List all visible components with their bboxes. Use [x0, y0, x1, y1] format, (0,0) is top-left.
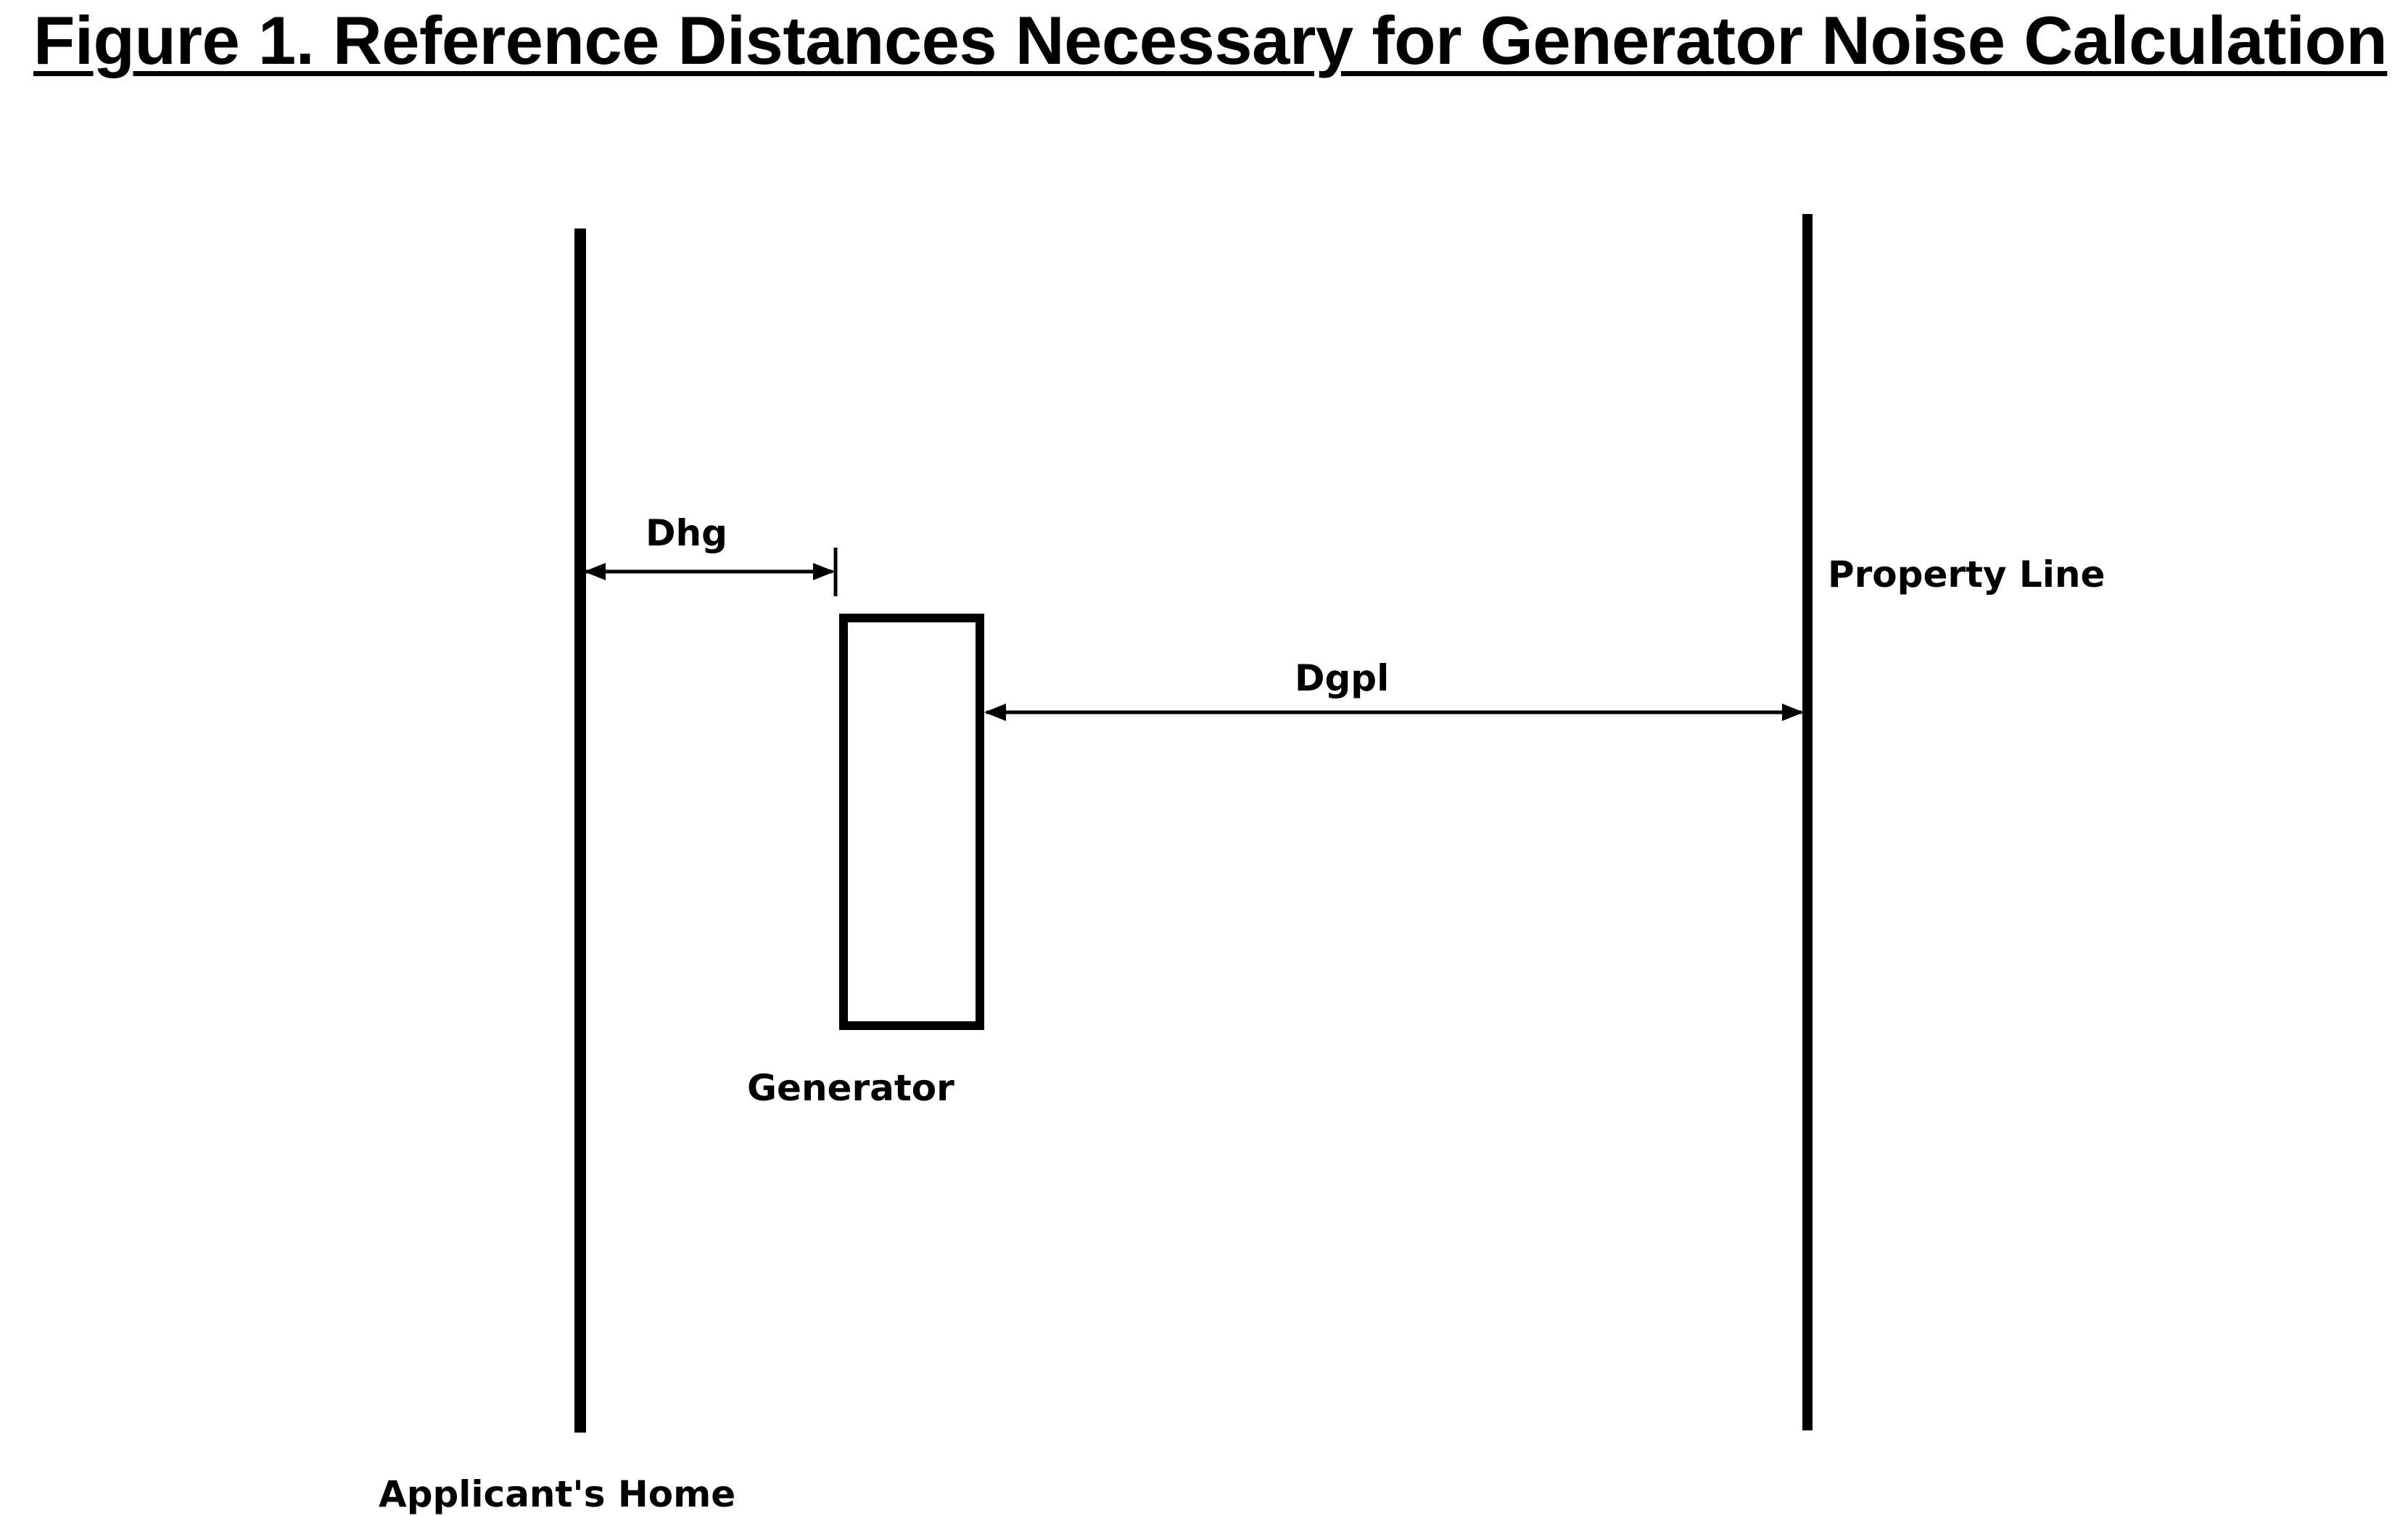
figure-title: Figure 1. Reference Distances Necessary … [33, 2, 2388, 78]
generator-label: Generator [747, 1067, 954, 1109]
dhg-label: Dhg [646, 512, 727, 554]
property-line-label: Property Line [1828, 553, 2106, 596]
generator-box [839, 614, 984, 1030]
dgpl-label: Dgpl [1295, 657, 1390, 699]
applicants-home-label: Applicant's Home [379, 1473, 736, 1515]
